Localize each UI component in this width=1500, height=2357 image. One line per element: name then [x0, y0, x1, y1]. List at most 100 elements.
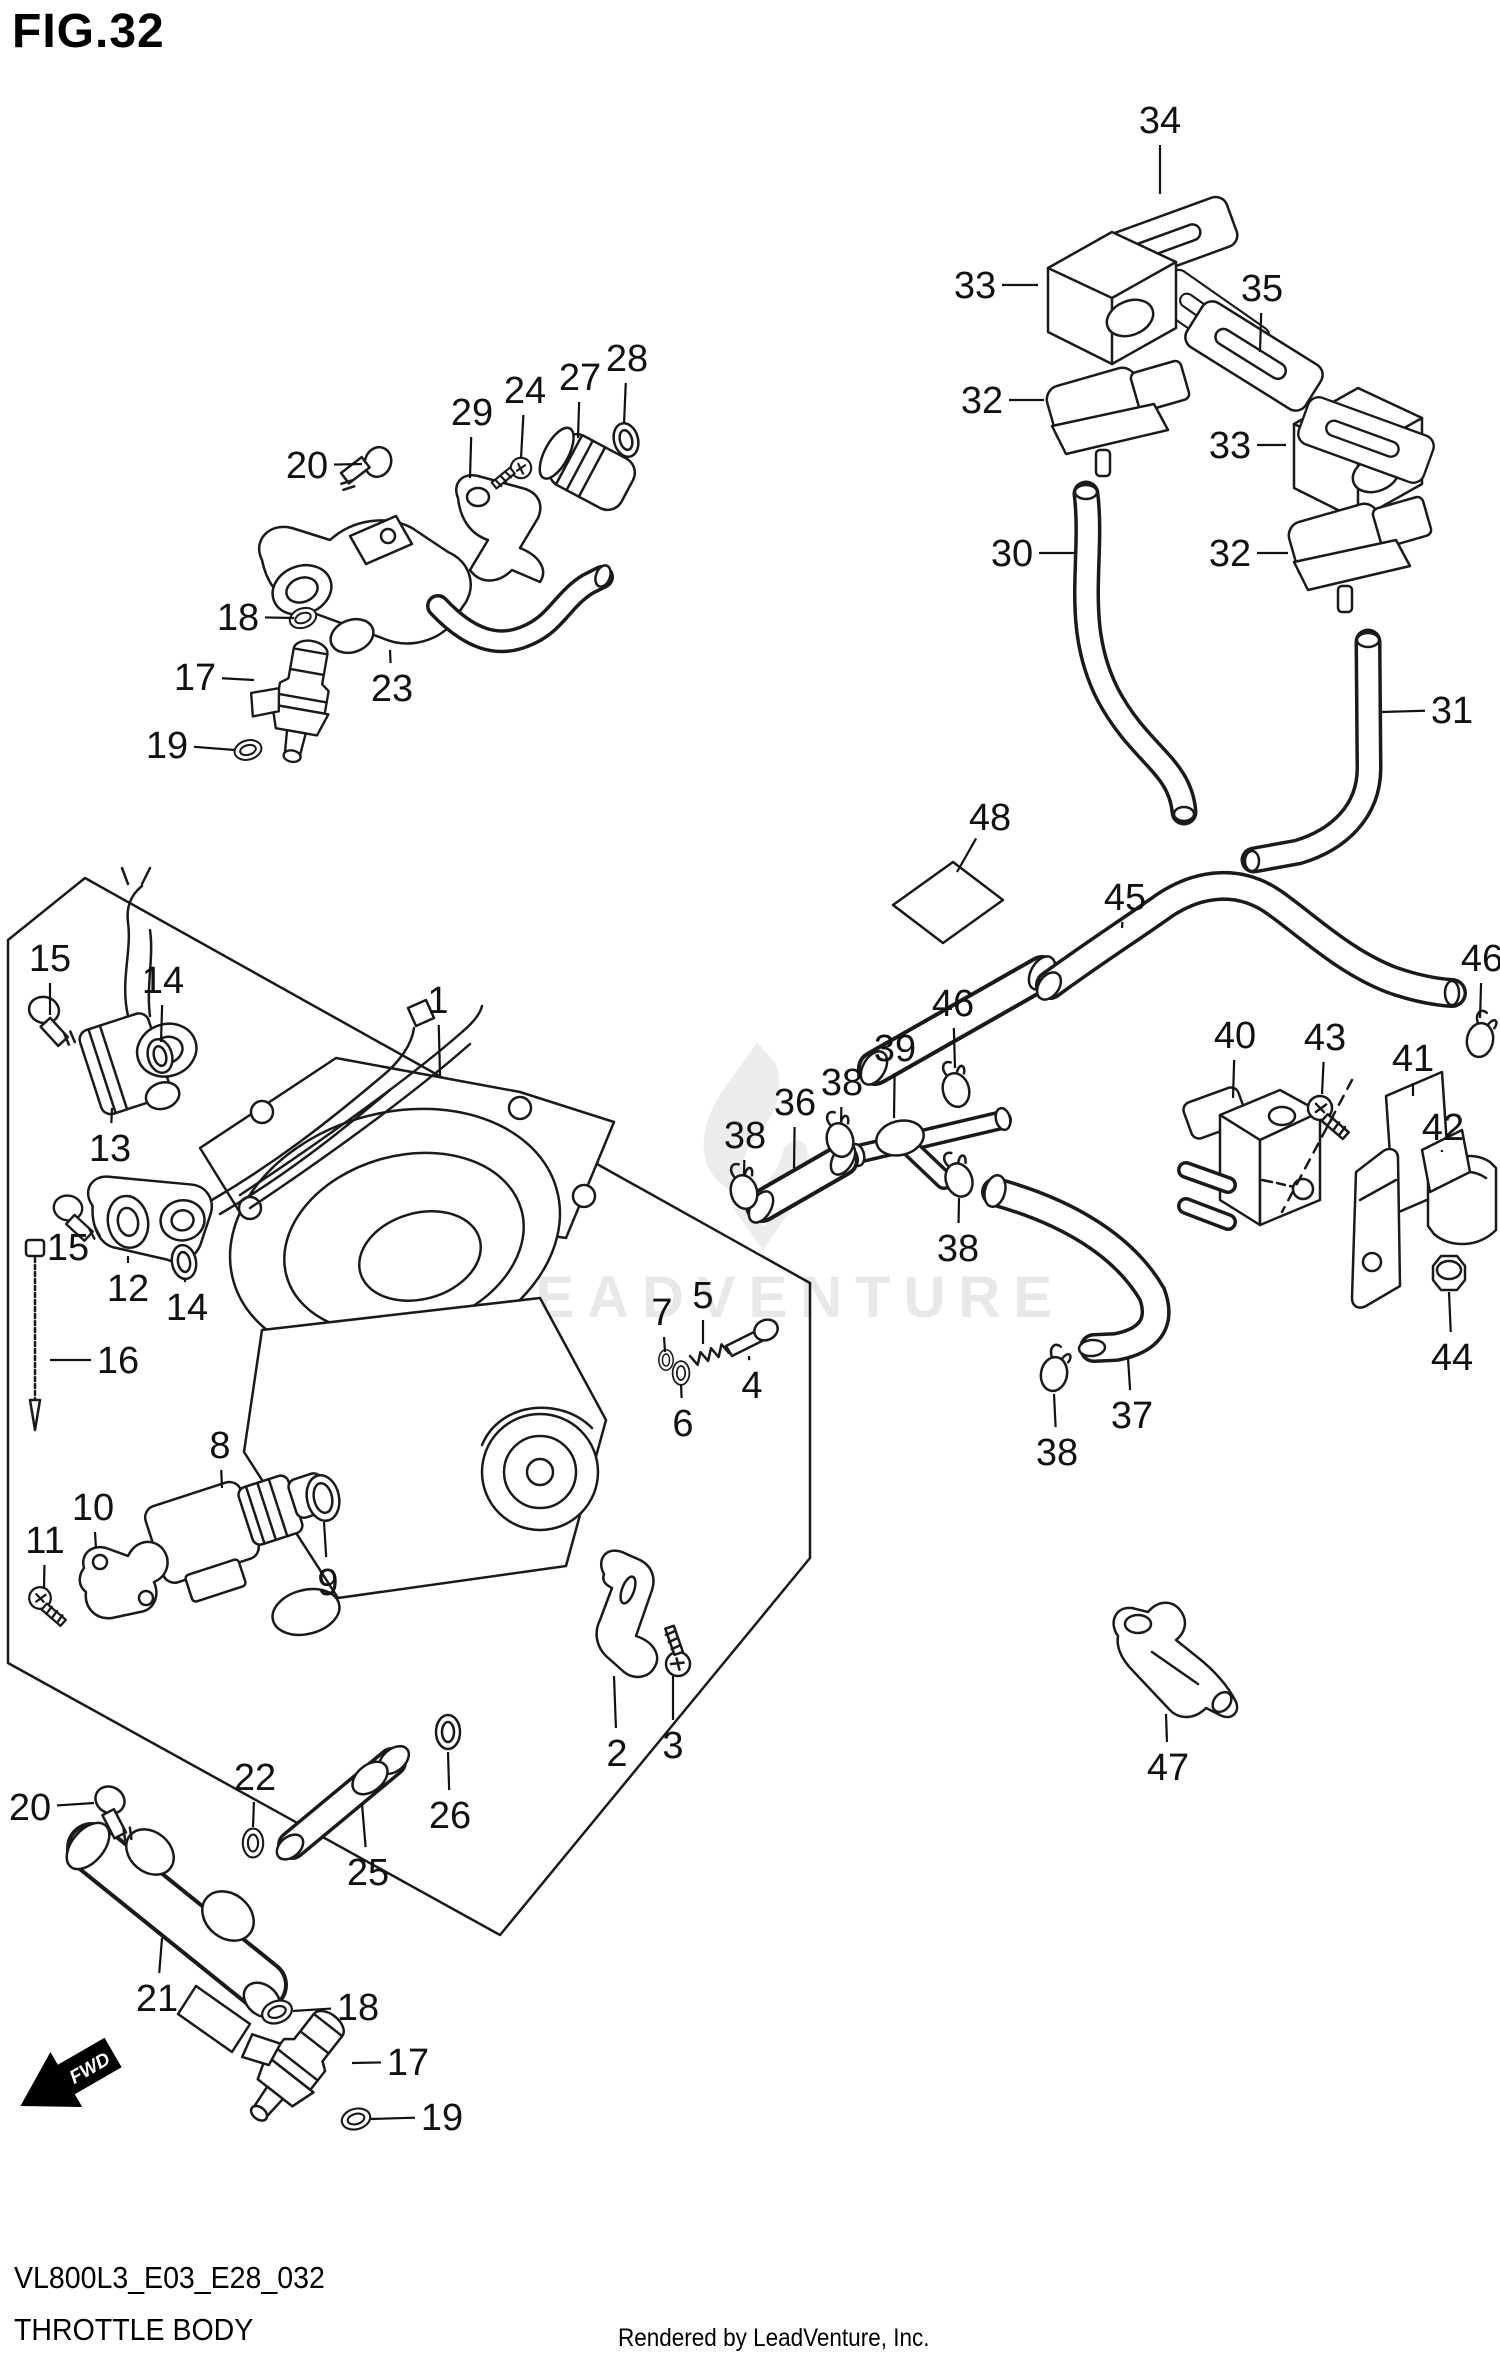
leader-line-19 [370, 2116, 416, 2121]
iac-valve-8-drawing [143, 1472, 331, 1603]
callout-22: 22 [234, 1757, 276, 1799]
oring-22-drawing [241, 1827, 265, 1859]
leader-line-18 [264, 616, 295, 620]
leader-line-39 [892, 1072, 896, 1119]
callout-29: 29 [451, 392, 493, 434]
callout-46: 46 [1461, 938, 1500, 980]
bolt-15a-drawing [20, 992, 86, 1052]
leader-line-47 [1164, 1713, 1169, 1743]
leader-line-35 [1258, 312, 1263, 353]
leader-line-48 [956, 837, 978, 873]
callout-14: 14 [142, 960, 184, 1002]
callout-27: 27 [559, 357, 601, 399]
callout-33: 33 [954, 265, 996, 307]
leader-line-20 [333, 462, 363, 466]
callout-34: 34 [1139, 100, 1181, 142]
leader-line-19 [193, 745, 236, 752]
callout-38: 38 [724, 1115, 766, 1157]
leader-line-7 [662, 1336, 667, 1353]
callout-33: 33 [1209, 425, 1251, 467]
callout-30: 30 [991, 533, 1033, 575]
callout-5: 5 [692, 1275, 713, 1317]
leader-line-36 [792, 1126, 796, 1169]
leader-line-14 [159, 1004, 164, 1043]
callout-18: 18 [337, 1987, 379, 2029]
three-way-joint-39-drawing [848, 1106, 1012, 1190]
leader-line-23 [388, 649, 392, 664]
callout-38: 38 [937, 1228, 979, 1270]
callout-12: 12 [107, 1268, 149, 1310]
fuel-joint-23-drawing [257, 514, 614, 655]
tps-sensor-13-drawing [78, 1012, 198, 1116]
leader-line-9 [322, 1521, 328, 1558]
callout-43: 43 [1304, 1017, 1346, 1059]
callout-16: 16 [97, 1340, 139, 1382]
callout-44: 44 [1431, 1337, 1473, 1379]
leader-line-22 [251, 1801, 256, 1828]
callout-23: 23 [371, 668, 413, 710]
oring-9-drawing [305, 1474, 341, 1522]
callout-26: 26 [429, 1795, 471, 1837]
callout-19: 19 [421, 2097, 463, 2139]
callout-47: 47 [1147, 1747, 1189, 1789]
callout-40: 40 [1214, 1015, 1256, 1057]
callout-1: 1 [427, 980, 448, 1022]
leader-line-31 [1381, 709, 1426, 714]
leader-line-21 [158, 1937, 164, 1974]
oring-26-drawing [434, 1713, 462, 1751]
fuel-rail-21-drawing [65, 1821, 288, 2054]
map-sensor-32a-drawing [1042, 358, 1192, 478]
leader-line-6 [679, 1383, 683, 1399]
leader-line-37 [1126, 1357, 1132, 1391]
leader-line-38 [1052, 1393, 1057, 1428]
callout-11: 11 [25, 1520, 64, 1562]
leader-line-27 [576, 401, 581, 439]
fwd-arrow: FWD [20, 2037, 122, 2108]
callout-15: 15 [47, 1227, 89, 1269]
callout-32: 32 [1209, 533, 1251, 575]
alignment-dashed-line [1280, 1078, 1354, 1214]
hose-30-drawing [1072, 480, 1198, 826]
cable-tie-16-drawing [24, 1238, 46, 1432]
map-sensor-32b-drawing [1284, 494, 1434, 614]
bolt-20-drawing [334, 436, 397, 504]
callout-37: 37 [1111, 1395, 1153, 1437]
cushion-19b-drawing [338, 2104, 374, 2134]
sensor-12-wire-end [406, 998, 436, 1028]
hose-31-drawing [1240, 628, 1383, 874]
callout-8: 8 [209, 1425, 230, 1467]
callout-39: 39 [874, 1028, 916, 1070]
hose-clamp-46b-drawing [1462, 1007, 1500, 1061]
callout-10: 10 [72, 1487, 114, 1529]
leader-line-10 [93, 1531, 98, 1549]
callout-15: 15 [29, 938, 71, 980]
callout-25: 25 [347, 1852, 389, 1894]
joint-pipe-25-drawing [275, 1744, 411, 1861]
nut-44-drawing [1431, 1254, 1467, 1292]
leader-line-8 [220, 1469, 224, 1489]
leader-line-43 [1320, 1061, 1325, 1095]
leader-line-46 [952, 1027, 957, 1069]
callout-31: 31 [1431, 690, 1473, 732]
leader-line-28 [622, 382, 627, 425]
callout-36: 36 [774, 1082, 816, 1124]
leader-line-1 [437, 1024, 442, 1076]
callout-18: 18 [217, 597, 259, 639]
callout-4: 4 [741, 1365, 762, 1407]
leader-line-17 [221, 677, 255, 682]
bracket-10-drawing [78, 1540, 169, 1620]
joint-27-drawing [538, 426, 637, 512]
leader-line-46 [1478, 982, 1483, 1019]
callout-48: 48 [969, 797, 1011, 839]
callout-13: 13 [89, 1128, 131, 1170]
hose-37-drawing [981, 1174, 1171, 1363]
figure-title: FIG.32 [12, 5, 165, 58]
label-sticker-48-drawing [891, 860, 1005, 945]
callout-21: 21 [136, 1978, 178, 2020]
leader-line-25 [360, 1803, 367, 1848]
sensor-stay-33a-drawing [1046, 230, 1178, 366]
callout-20: 20 [286, 445, 328, 487]
